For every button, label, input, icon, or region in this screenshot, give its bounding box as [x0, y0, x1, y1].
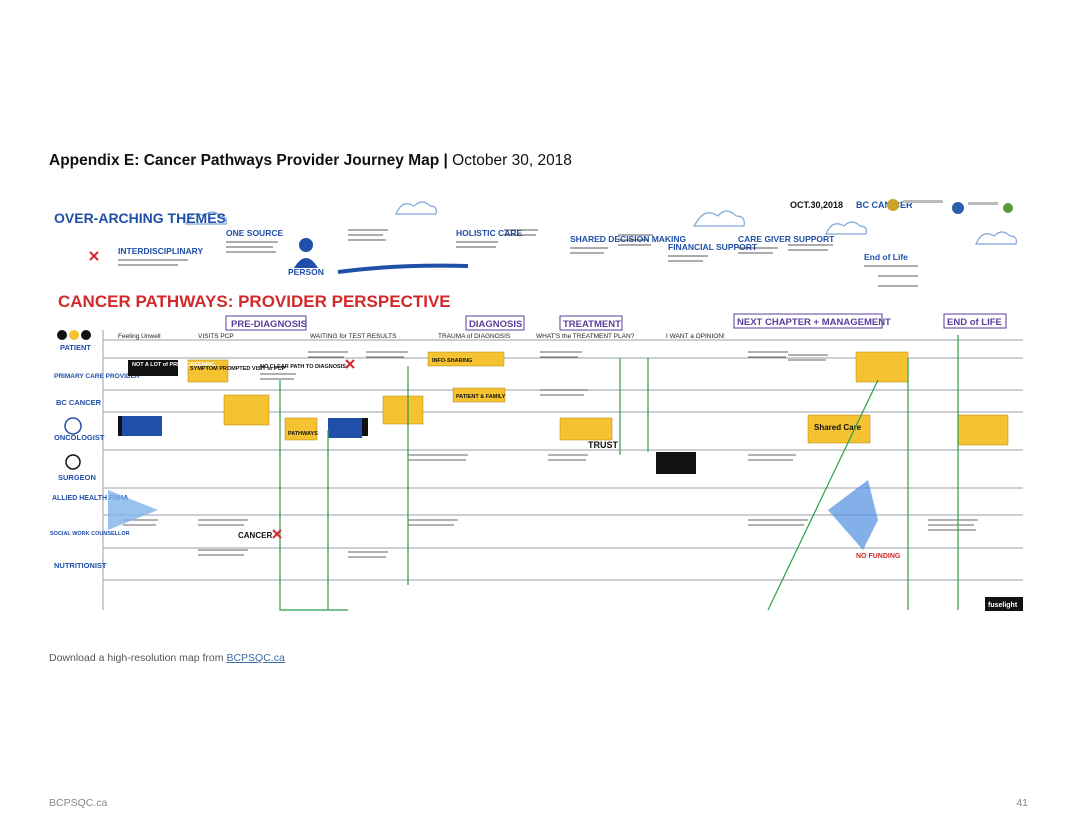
phase-end-of-life: END of LIFE: [947, 317, 1002, 328]
green-arrows: [279, 335, 959, 611]
fuselight-logo: fuselight: [988, 602, 1018, 609]
download-link[interactable]: BCPSQC.ca: [226, 652, 285, 664]
stage-opinion: I WANT a OPINION!: [666, 333, 725, 340]
lane-scribbles: [123, 351, 978, 558]
stage-visits-pcp: VISITS PCP: [198, 333, 234, 340]
page-title-date: October 30, 2018: [447, 152, 572, 169]
red-x-icons: [272, 359, 355, 539]
map-date: OCT.30,2018: [790, 200, 843, 210]
blue-notes: [122, 416, 362, 438]
footer-site: BCPSQC.ca: [49, 797, 108, 809]
partner-logos: [887, 199, 1013, 214]
note-info-sharing: INFO-SHARING: [432, 358, 472, 364]
row-bc-cancer: BC CANCER: [56, 398, 102, 407]
note-no-funding: NO FUNDING: [856, 553, 901, 560]
over-arching-themes-title: OVER-ARCHING THEMES: [54, 210, 226, 226]
row-nutritionist: NUTRITIONIST: [54, 561, 107, 570]
page-number: 41: [1016, 797, 1028, 809]
note-symptom: SYMPTOM PROMPTED VISIT to PCP: [190, 366, 286, 372]
patient-stages: Feeling Unwell VISITS PCP WAITING for TE…: [118, 333, 725, 340]
fuselight-logo-box: [985, 597, 1023, 611]
row-icons: [57, 330, 91, 470]
row-social-work: SOCIAL WORK COUNSELLOR: [50, 531, 130, 537]
theme-end-of-life: End of Life: [864, 252, 908, 262]
theme-red-x-icon: [89, 251, 99, 261]
note-texts: NOT A LOT of PRE-SCREENING SYMPTOM PROMP…: [132, 358, 901, 560]
bc-cancer-logo: BC CAN CER: [856, 200, 913, 210]
map-subtitle: CANCER PATHWAYS: PROVIDER PERSPECTIVE: [58, 292, 451, 311]
phase-headers: PRE-DIAGNOSIS DIAGNOSIS TREATMENT NEXT C…: [225, 313, 1007, 331]
page-title-main: Appendix E: Cancer Pathways Provider Jou…: [49, 152, 448, 169]
note-patient-family: PATIENT & FAMILY: [456, 394, 506, 400]
theme-notes-scribbles: [118, 229, 918, 287]
theme-caregiver-support: CARE GIVER SUPPORT: [738, 234, 835, 244]
download-note: Download a high-resolution map from BCPS…: [49, 652, 285, 664]
note-no-clear-path: NO CLEAR PATH TO DIAGNOSIS: [260, 364, 346, 370]
note-cancer: CANCER: [238, 531, 272, 540]
stage-feeling-unwell: Feeling Unwell: [118, 333, 161, 340]
cloud-icons: [185, 201, 1017, 245]
note-trust: TRUST: [588, 440, 618, 450]
person-icon: [294, 238, 318, 268]
stage-waiting: WAITING for TEST RESULTS: [310, 333, 397, 340]
theme-interdisciplinary: INTERDISCIPLINARY: [118, 246, 203, 256]
phase-treatment: TREATMENT: [563, 319, 621, 330]
note-shared-care: Shared Care: [814, 423, 862, 432]
theme-holistic-care: HOLISTIC CARE: [456, 228, 522, 238]
stage-trauma: TRAUMA of DIAGNOSIS: [438, 333, 511, 340]
row-allied-health: ALLIED HEALTH FNHA: [52, 495, 128, 502]
one-patient-banner: [337, 263, 469, 274]
phase-diagnosis: DIAGNOSIS: [469, 319, 522, 330]
theme-person: PERSON: [288, 267, 324, 277]
note-pre-screening: NOT A LOT of PRE-SCREENING: [132, 362, 215, 368]
theme-one-source: ONE SOURCE: [226, 228, 283, 238]
row-labels: PATIENT PRIMARY CARE PROVIDER BC CANCER …: [50, 343, 140, 570]
stage-treatment-plan: WHAT'S the TREATMENT PLAN?: [536, 333, 635, 340]
row-patient: PATIENT: [60, 343, 91, 352]
theme-shared-decision: SHARED DECISION MAKING: [570, 234, 687, 244]
phase-next-chapter: NEXT CHAPTER + MANAGEMENT: [737, 317, 891, 328]
page-title: Appendix E: Cancer Pathways Provider Jou…: [49, 152, 572, 170]
themes-row: INTERDISCIPLINARY ONE SOURCE PERSON HOLI…: [118, 228, 908, 277]
download-text: Download a high-resolution map from: [49, 652, 227, 664]
note-pathways: PATHWAYS: [288, 431, 318, 437]
phase-pre-diagnosis: PRE-DIAGNOSIS: [231, 319, 307, 330]
journey-map: OVER-ARCHING THEMES OCT.30,2018 BC CAN C…: [50, 199, 1023, 611]
row-primary-care: PRIMARY CARE PROVIDER: [54, 373, 140, 380]
yellow-notes: [187, 351, 1009, 446]
theme-financial-support: FINANCIAL SUPPORT: [668, 242, 758, 252]
allied-health-fan: [108, 480, 878, 550]
row-oncologist: ONCOLOGIST: [54, 433, 105, 442]
row-surgeon: SURGEON: [58, 473, 96, 482]
